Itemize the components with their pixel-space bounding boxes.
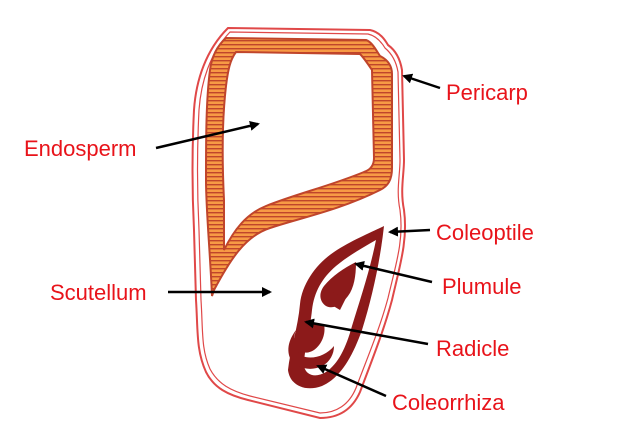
radicle-arrow — [304, 318, 429, 346]
radicle-label: Radicle — [436, 336, 509, 361]
coleorrhiza-shape — [288, 330, 334, 369]
coleorrhiza-arrow — [316, 364, 387, 398]
coleorrhiza-label: Coleorrhiza — [392, 390, 505, 415]
pericarp-label: Pericarp — [446, 80, 528, 105]
scutellum-label: Scutellum — [50, 280, 147, 305]
plumule-label: Plumule — [442, 274, 521, 299]
pericarp-inner-outline — [196, 31, 402, 414]
endosperm-label: Endosperm — [24, 136, 137, 161]
plumule-detail — [330, 292, 346, 310]
plumule-arrow — [354, 260, 433, 284]
endosperm-arrow — [155, 120, 260, 150]
pericarp-outline — [191, 26, 407, 420]
endosperm-region — [221, 50, 376, 251]
pericarp-arrow — [402, 73, 441, 90]
coleoptile-label: Coleoptile — [436, 220, 534, 245]
coleoptile-arrow — [388, 226, 431, 237]
plumule-shape — [320, 262, 356, 308]
radicle-shape — [298, 324, 325, 353]
